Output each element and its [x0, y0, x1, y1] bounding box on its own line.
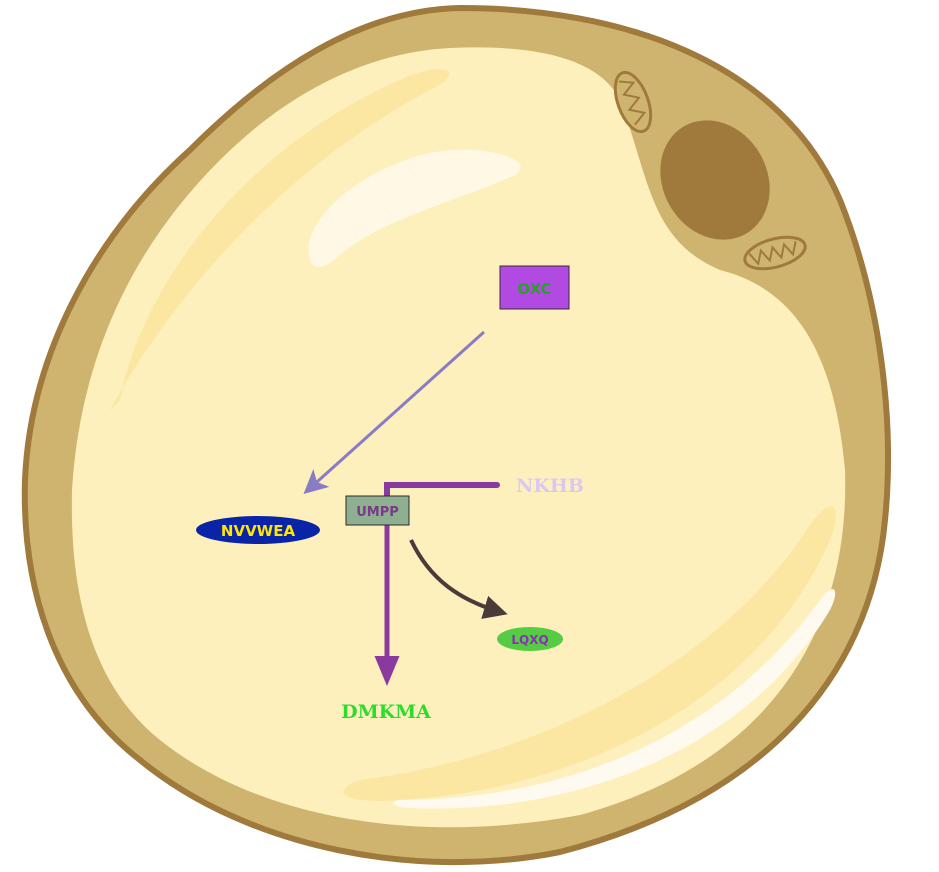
node-umpp[interactable]: UMPP: [345, 495, 410, 526]
node-oxc[interactable]: OXC: [499, 265, 570, 310]
node-umpp-label: UMPP: [356, 505, 399, 520]
node-nvvwea-label: NVVWEA: [221, 522, 296, 540]
highlight-bottom: [343, 506, 836, 801]
node-lqxq-label: LQXQ: [511, 633, 548, 647]
shine-bottom: [393, 589, 836, 809]
edge-umpp-to-lqxq: [409, 539, 508, 619]
node-nvvwea[interactable]: NVVWEA: [196, 516, 320, 544]
node-oxc-label: OXC: [517, 280, 551, 298]
edge-umpp-to-nkhb: [384, 482, 500, 500]
mitochondrion-right: [743, 235, 807, 271]
mitochondrion-top: [613, 70, 653, 134]
node-lqxq[interactable]: LQXQ: [497, 627, 563, 651]
node-nkhb[interactable]: NKHB: [516, 475, 584, 497]
nucleus: [660, 120, 770, 240]
edge-oxc-to-nvvwea: [303, 330, 486, 495]
cytoplasm: [71, 47, 846, 828]
node-dmkma[interactable]: DMKMA: [341, 701, 431, 723]
shine-top: [308, 149, 521, 268]
